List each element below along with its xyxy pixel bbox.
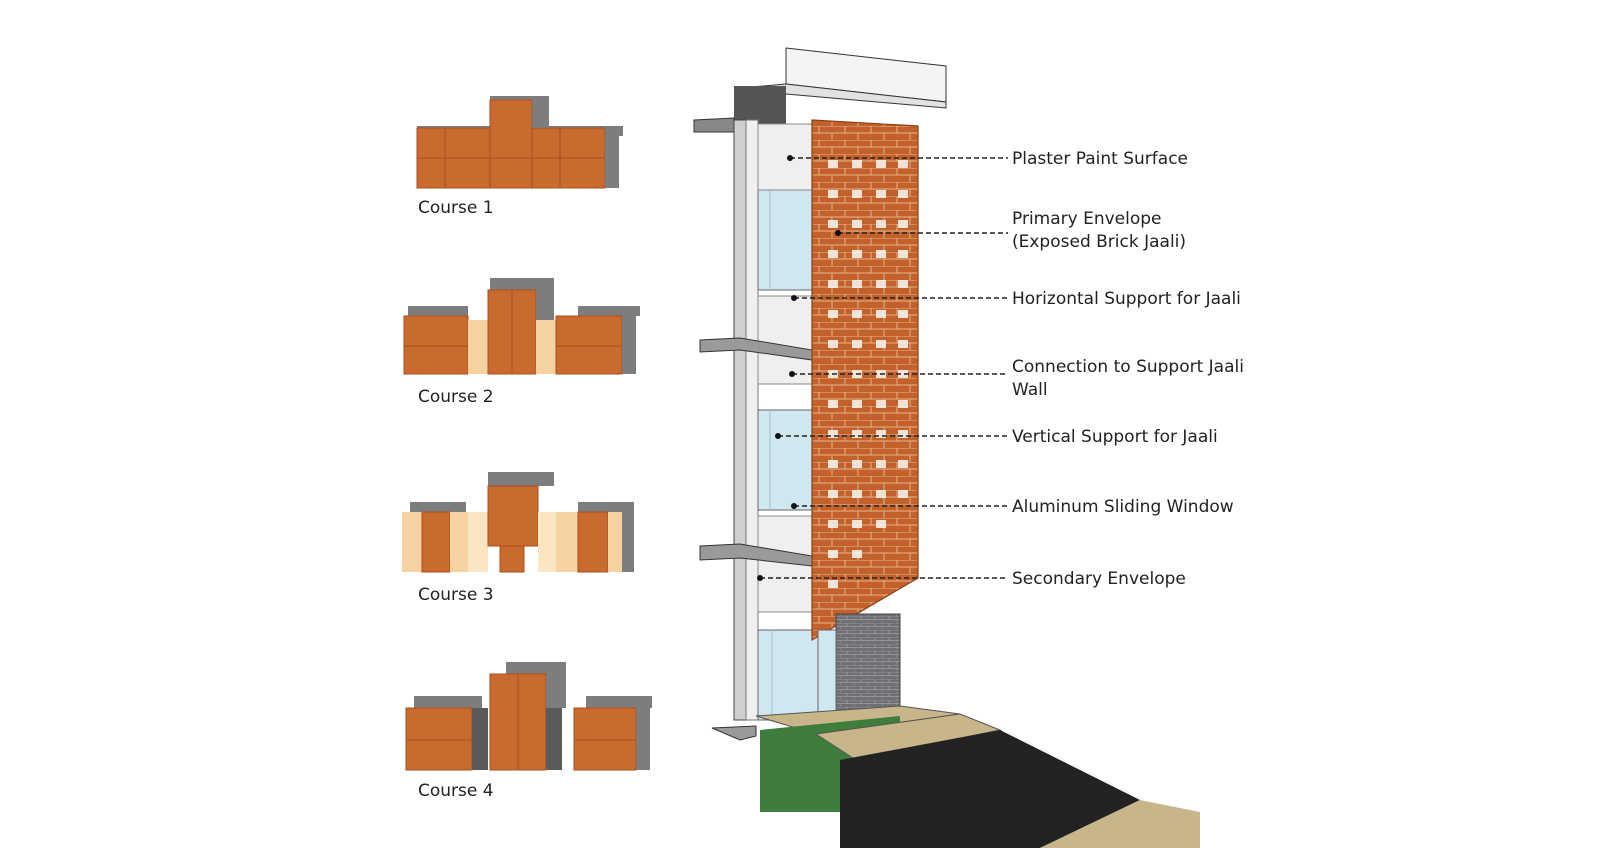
label-primary-envelope-sub: (Exposed Brick Jaali) [1012, 232, 1186, 252]
course-4-diagram [405, 662, 652, 771]
course-1-label: Course 1 [418, 198, 494, 218]
label-plaster-paint-surface: Plaster Paint Surface [1012, 149, 1188, 169]
label-horizontal-support: Horizontal Support for Jaali [1012, 289, 1241, 309]
course-2-label: Course 2 [418, 387, 494, 407]
label-aluminum-window: Aluminum Sliding Window [1012, 497, 1234, 517]
label-connection-support-sub: Wall [1012, 380, 1048, 400]
annotation-leaders [760, 157, 1008, 579]
course-4-label: Course 4 [418, 781, 494, 801]
course-1-diagram [416, 96, 623, 189]
label-vertical-support: Vertical Support for Jaali [1012, 427, 1218, 447]
label-primary-envelope: Primary Envelope [1012, 209, 1162, 229]
wall-section [693, 47, 1200, 848]
course-3-label: Course 3 [418, 585, 494, 605]
annotation-dots [757, 155, 841, 581]
label-connection-support: Connection to Support Jaali [1012, 357, 1244, 377]
label-secondary-envelope: Secondary Envelope [1012, 569, 1186, 589]
course-3-diagram [402, 472, 634, 573]
course-2-diagram [403, 278, 640, 375]
